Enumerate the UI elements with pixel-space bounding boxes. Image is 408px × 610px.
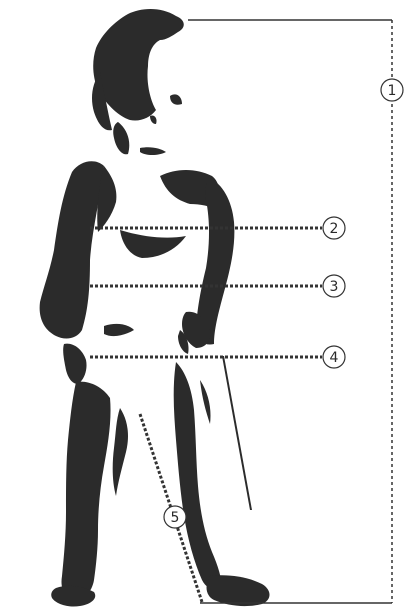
nose-shade (150, 115, 157, 124)
left-leg-highlight (113, 408, 128, 496)
marker-5-label: 5 (171, 510, 180, 526)
torso-mid (120, 230, 186, 258)
pocket-left (104, 324, 134, 336)
marker-3: 3 (323, 275, 345, 297)
marker-4: 4 (323, 346, 345, 368)
marker-1: 1 (381, 79, 403, 101)
eye-right (170, 94, 182, 104)
left-arm (40, 161, 104, 338)
right-leg-crease (200, 380, 211, 424)
marker-3-label: 3 (330, 279, 339, 295)
marker-5: 5 (164, 506, 186, 528)
marker-2: 2 (323, 217, 345, 239)
right-shoe (207, 575, 270, 606)
left-hand (63, 344, 86, 384)
mouth-shade (140, 147, 166, 155)
child-silhouette (40, 9, 270, 607)
marker-4-label: 4 (330, 350, 339, 366)
right-leg (174, 362, 222, 591)
hair-shape (93, 9, 184, 121)
bag-strap (222, 356, 252, 510)
marker-1-label: 1 (388, 83, 397, 99)
marker-2-label: 2 (330, 221, 339, 237)
left-leg (62, 382, 111, 600)
face-shade-left (113, 122, 129, 154)
